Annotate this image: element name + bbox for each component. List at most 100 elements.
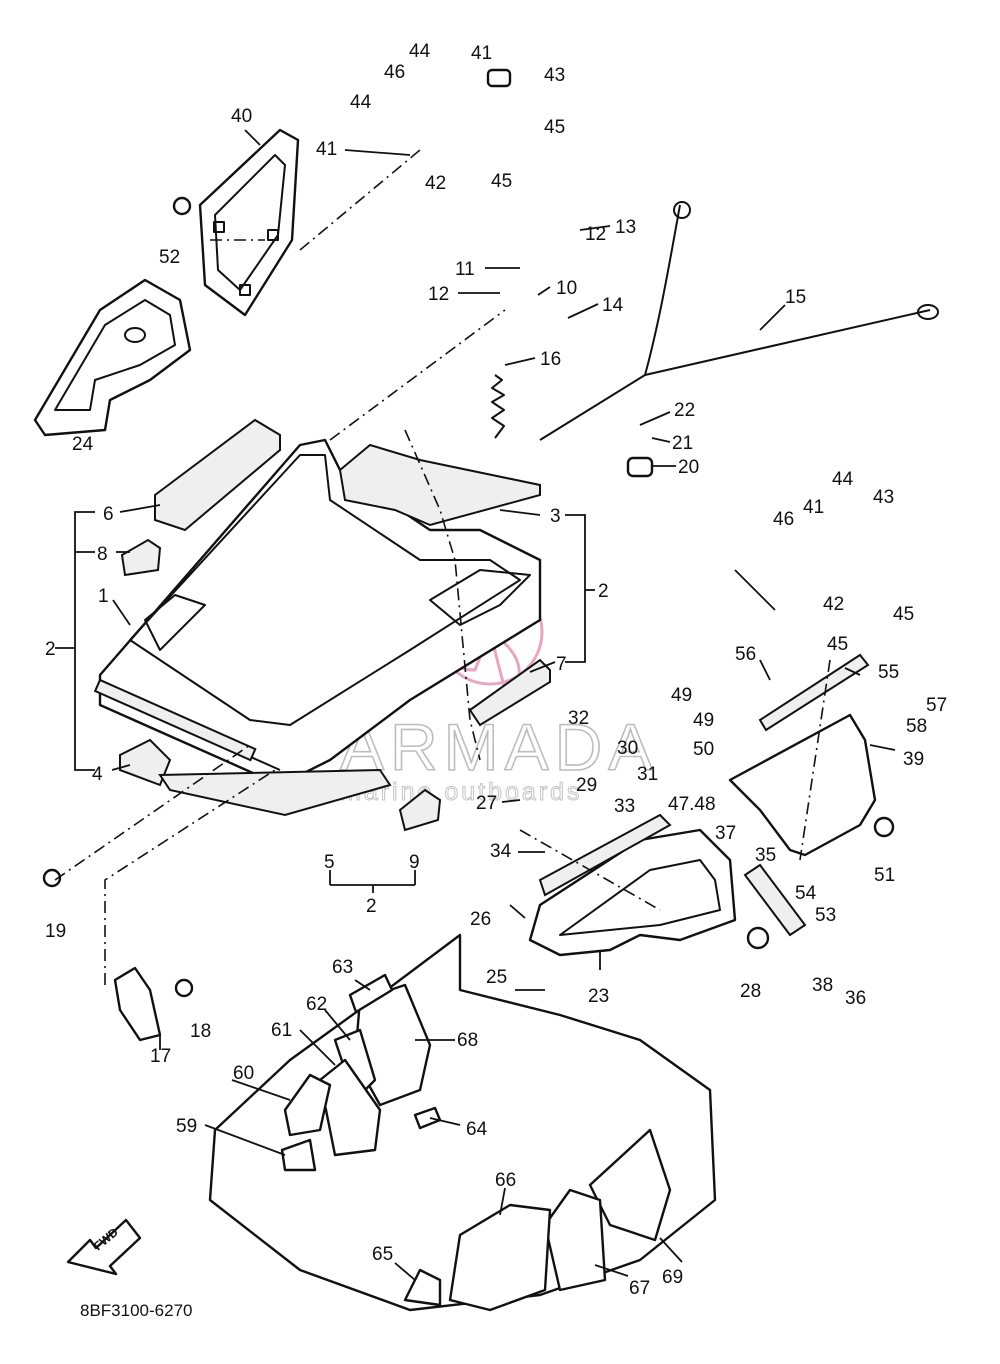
callout-33: 33 xyxy=(614,796,635,817)
part-43-clip xyxy=(486,68,512,88)
part-3-pad xyxy=(338,443,541,527)
part-17-bracket xyxy=(113,966,162,1042)
part-61-liner xyxy=(318,1058,382,1157)
callout-16: 16 xyxy=(540,349,561,370)
part-9-block xyxy=(398,788,442,832)
part-28-grommet xyxy=(746,926,770,950)
callout-43: 43 xyxy=(544,65,565,86)
callout-45-mid: 45 xyxy=(491,171,512,192)
callout-61: 61 xyxy=(271,1020,292,1041)
callout-69: 69 xyxy=(662,1267,683,1288)
part-24-bracket xyxy=(33,278,192,437)
callout-28: 28 xyxy=(740,981,761,1002)
callout-56: 56 xyxy=(735,644,756,665)
callout-42-right: 42 xyxy=(823,594,844,615)
callout-60: 60 xyxy=(233,1063,254,1084)
callout-23: 23 xyxy=(588,986,609,1007)
part-52-clip xyxy=(172,196,192,216)
leader-lines xyxy=(111,129,896,1281)
callout-67: 67 xyxy=(629,1278,650,1299)
callout-63: 63 xyxy=(332,957,353,978)
callout-53: 53 xyxy=(815,905,836,926)
part-23-cover xyxy=(528,813,807,957)
callouts: 1 2 2 2 3 4 5 6 7 8 9 10 11 12 12 13 14 … xyxy=(45,41,947,1299)
callout-68: 68 xyxy=(457,1030,478,1051)
callout-19: 19 xyxy=(45,921,66,942)
part-18-grommet xyxy=(174,978,194,998)
callout-45-r1: 45 xyxy=(893,604,914,625)
part-66-liner xyxy=(448,1203,552,1312)
part-69-liner xyxy=(588,1128,672,1242)
part-6-pad xyxy=(154,418,281,532)
part-55-strip xyxy=(758,653,870,732)
callout-57: 57 xyxy=(926,695,947,716)
assembly-lines xyxy=(54,149,831,985)
callout-9: 9 xyxy=(409,852,420,873)
callout-15: 15 xyxy=(785,287,806,308)
callout-26: 26 xyxy=(470,909,491,930)
callout-13: 13 xyxy=(615,217,636,238)
callout-2-right: 2 xyxy=(598,581,609,602)
callout-40: 40 xyxy=(231,106,252,127)
part-39-panel xyxy=(728,653,877,857)
callout-45-r2: 45 xyxy=(827,634,848,655)
callout-42: 42 xyxy=(425,173,446,194)
callout-45-top: 45 xyxy=(544,117,565,138)
callout-41-mid: 41 xyxy=(316,139,337,160)
callout-32: 32 xyxy=(568,708,589,729)
callout-65: 65 xyxy=(372,1244,393,1265)
callout-39: 39 xyxy=(903,749,924,770)
callout-49-right: 49 xyxy=(693,710,714,731)
callout-41-top: 41 xyxy=(471,43,492,64)
callout-7: 7 xyxy=(556,654,567,675)
callout-20: 20 xyxy=(678,457,699,478)
callout-54: 54 xyxy=(795,883,817,904)
callout-37: 37 xyxy=(715,823,736,844)
part-8-block xyxy=(120,538,162,577)
callout-8: 8 xyxy=(97,544,108,565)
callout-47-48: 47.48 xyxy=(668,794,716,815)
callout-44-mid: 44 xyxy=(350,92,372,113)
callout-46-right: 46 xyxy=(773,509,794,530)
callout-18: 18 xyxy=(190,1021,211,1042)
part-15-cable xyxy=(539,201,939,441)
callout-43-right: 43 xyxy=(873,487,894,508)
lower-cowling xyxy=(208,933,717,1312)
part-16-spring xyxy=(491,374,505,439)
callout-64: 64 xyxy=(466,1119,488,1140)
callout-3: 3 xyxy=(550,506,561,527)
callout-25: 25 xyxy=(486,967,507,988)
callout-44-top: 44 xyxy=(409,41,431,62)
watermark-title: ARMADA xyxy=(340,710,658,784)
callout-10: 10 xyxy=(556,278,577,299)
callout-1: 1 xyxy=(98,586,109,607)
callout-11: 11 xyxy=(455,259,475,280)
callout-24: 24 xyxy=(72,434,94,455)
part-63-liner xyxy=(348,973,394,1014)
callout-36: 36 xyxy=(845,988,866,1009)
callout-35: 35 xyxy=(755,845,776,866)
part-67-liner xyxy=(543,1188,607,1292)
callout-44-right: 44 xyxy=(832,469,854,490)
callout-2-bottom: 2 xyxy=(366,896,377,917)
callout-34: 34 xyxy=(490,841,512,862)
callout-5: 5 xyxy=(324,852,335,873)
callout-66: 66 xyxy=(495,1170,516,1191)
callout-55: 55 xyxy=(878,662,899,683)
callout-62: 62 xyxy=(306,994,327,1015)
callout-58: 58 xyxy=(906,716,927,737)
callout-46: 46 xyxy=(384,62,405,83)
callout-27: 27 xyxy=(476,793,497,814)
part-5-pad xyxy=(158,768,392,817)
part-59-liner xyxy=(280,1138,317,1172)
callout-29: 29 xyxy=(576,775,597,796)
callout-51: 51 xyxy=(874,865,895,886)
callout-41-r1: 41 xyxy=(803,497,824,518)
part-40-panel xyxy=(198,128,300,317)
fwd-arrow: FWD xyxy=(66,1218,142,1276)
callout-4: 4 xyxy=(92,764,103,785)
part-19-screw xyxy=(42,868,62,888)
callout-12-left: 12 xyxy=(428,284,449,305)
callout-31: 31 xyxy=(637,764,658,785)
brackets xyxy=(55,511,595,893)
